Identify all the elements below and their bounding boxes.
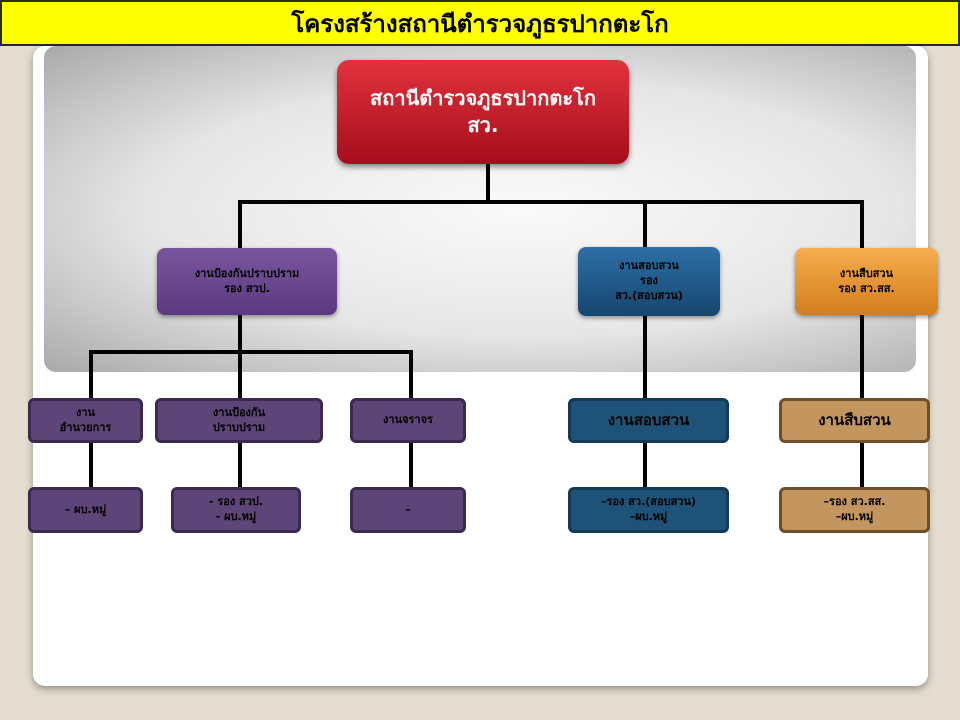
node-investigation: งานสอบสวน รอง สว.(สอบสวน) xyxy=(578,247,720,316)
node-crime-prevention-name: งานป้องกันปราบปราม xyxy=(194,266,300,280)
node-admin: งาน อำนวยการ xyxy=(28,398,143,443)
node-traffic: งานจราจร xyxy=(350,398,466,443)
node-crime-prevention: งานป้องกันปราบปราม รอง สวป. xyxy=(157,248,337,315)
node-inquiry: งานสืบสวน รอง สว.สส. xyxy=(795,248,938,315)
node-admin-staff-text: – ผบ.หมู่ xyxy=(64,502,107,516)
node-traffic-staff-text: – xyxy=(405,502,411,516)
connector-level2-bus xyxy=(238,200,864,204)
node-prevention-unit-staff-2: - ผบ.หมู่ xyxy=(215,510,257,523)
connector-prevention-unit-sub xyxy=(238,443,242,487)
node-investigation-name: งานสอบสวน xyxy=(619,259,679,273)
connector-admin-sub xyxy=(89,443,93,487)
connector-investigation-unit-sub xyxy=(643,443,647,487)
connector-inquiry-unit-sub xyxy=(860,443,864,487)
node-prevention-unit-line2: ปราบปราม xyxy=(212,420,266,434)
page-title-text: โครงสร้างสถานีตำรวจภูธรปากตะโก xyxy=(291,9,669,38)
node-investigation-head-2: สว.(สอบสวน) xyxy=(615,288,683,302)
node-crime-prevention-head: รอง สวป. xyxy=(224,281,270,295)
node-inquiry-unit-staff: –รอง สว.สส. –ผบ.หมู่ xyxy=(779,487,930,533)
connector-traffic-sub xyxy=(409,443,413,487)
node-admin-staff: – ผบ.หมู่ xyxy=(28,487,143,533)
connector-to-inquiry xyxy=(860,200,864,248)
page-title: โครงสร้างสถานีตำรวจภูธรปากตะโก xyxy=(0,0,960,46)
connector-root-down xyxy=(486,164,490,202)
node-investigation-unit-staff: –รอง สว.(สอบสวน) –ผบ.หมู่ xyxy=(568,487,729,533)
node-traffic-staff: – xyxy=(350,487,466,533)
node-traffic-label: งานจราจร xyxy=(383,413,433,427)
connector-investigation-down xyxy=(643,316,647,398)
node-inquiry-unit-staff-1: –รอง สว.สส. xyxy=(823,495,886,509)
node-inquiry-unit: งานสืบสวน xyxy=(779,398,930,443)
connector-to-prevention xyxy=(238,200,242,248)
connector-inquiry-down xyxy=(860,315,864,398)
node-investigation-unit-staff-1: –รอง สว.(สอบสวน) xyxy=(600,495,697,509)
node-prevention-unit: งานป้องกัน ปราบปราม xyxy=(155,398,323,443)
node-police-station-name: สถานีตำรวจภูธรปากตะโก xyxy=(370,86,596,110)
node-investigation-head-1: รอง xyxy=(640,274,658,288)
node-prevention-unit-line1: งานป้องกัน xyxy=(212,405,266,419)
node-admin-line2: อำนวยการ xyxy=(59,420,112,434)
node-inquiry-unit-staff-2: –ผบ.หมู่ xyxy=(835,510,874,523)
node-investigation-unit-label: งานสอบสวน xyxy=(607,411,690,430)
node-police-station: สถานีตำรวจภูธรปากตะโก สว. xyxy=(337,60,629,164)
connector-to-investigation xyxy=(643,200,647,247)
node-prevention-unit-staff: - รอง สวป. - ผบ.หมู่ xyxy=(171,487,301,533)
node-prevention-unit-staff-1: - รอง สวป. xyxy=(208,495,264,509)
connector-to-traffic xyxy=(409,350,413,398)
node-inquiry-unit-label: งานสืบสวน xyxy=(818,411,891,430)
connector-prevention-down xyxy=(238,315,242,352)
node-inquiry-head: รอง สว.สส. xyxy=(838,281,895,295)
node-police-station-head: สว. xyxy=(467,113,499,137)
connector-to-admin xyxy=(89,350,93,398)
node-inquiry-name: งานสืบสวน xyxy=(839,266,894,280)
node-investigation-unit: งานสอบสวน xyxy=(568,398,729,443)
connector-level3-bus xyxy=(89,350,413,354)
node-investigation-unit-staff-2: –ผบ.หมู่ xyxy=(629,510,668,523)
connector-to-prevention-unit xyxy=(238,350,242,398)
node-admin-line1: งาน xyxy=(75,405,96,419)
